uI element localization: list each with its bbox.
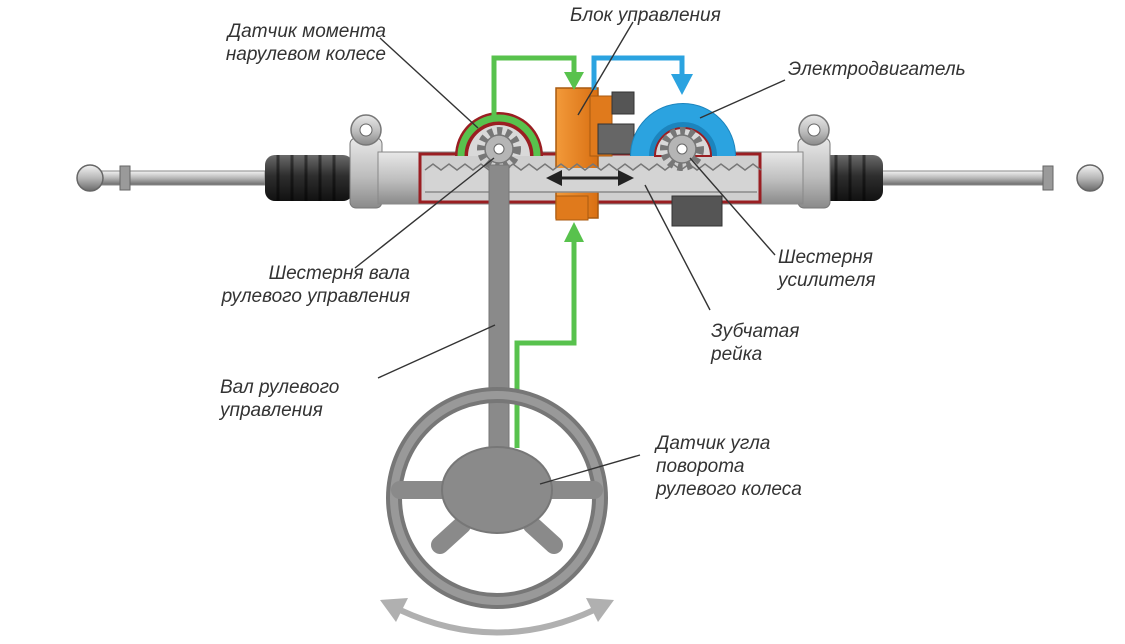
label-assist-pinion: Шестерня усилителя — [778, 247, 876, 291]
left-tie-rod — [76, 164, 266, 192]
label-torque-sensor: Датчик момента нарулевом колесе — [225, 21, 386, 65]
label-steering-shaft: Вал рулевого управления — [220, 377, 340, 421]
label-electric-motor: Электродвигатель — [788, 59, 966, 80]
assist-pinion-gear — [660, 127, 704, 171]
motor-housing-block — [671, 195, 723, 227]
steering-shaft — [488, 164, 510, 464]
leader-lines — [354, 21, 786, 485]
control-unit-lower — [555, 195, 589, 221]
right-tie-rod — [879, 164, 1104, 192]
rack-movement-arrow — [546, 170, 634, 186]
label-toothed-rack: Зубчатая рейка — [711, 321, 800, 365]
label-steering-pinion: Шестерня вала рулевого управления — [221, 263, 410, 307]
steering-wheel — [386, 387, 608, 609]
rotation-arrow — [380, 598, 614, 636]
label-control-unit: Блок управления — [570, 5, 721, 26]
right-mount-bracket — [797, 114, 831, 209]
steering-pinion-gear — [477, 127, 521, 171]
left-mount-bracket — [349, 114, 383, 209]
label-angle-sensor: Датчик угла поворота рулевого колеса — [656, 433, 802, 500]
left-boot — [265, 155, 353, 201]
